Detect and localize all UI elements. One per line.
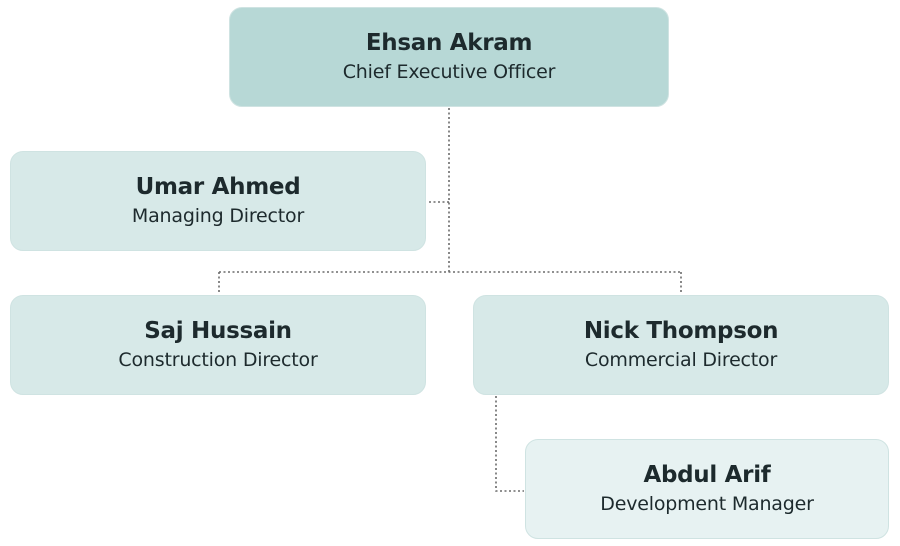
node-title: Managing Director: [131, 205, 305, 227]
node-name: Abdul Arif: [643, 462, 771, 488]
node-commercial-director: Nick Thompson Commercial Director: [473, 295, 889, 395]
connector-development-manager: [495, 396, 524, 492]
node-name: Nick Thompson: [583, 318, 779, 344]
node-ceo: Ehsan Akram Chief Executive Officer: [229, 7, 669, 107]
node-name: Saj Hussain: [144, 318, 292, 344]
node-title: Construction Director: [118, 349, 318, 371]
node-title: Development Manager: [600, 493, 814, 515]
node-name: Umar Ahmed: [135, 174, 301, 200]
node-title: Commercial Director: [584, 349, 778, 371]
node-managing-director: Umar Ahmed Managing Director: [10, 151, 426, 251]
node-development-manager: Abdul Arif Development Manager: [525, 439, 889, 539]
node-name: Ehsan Akram: [365, 30, 533, 56]
node-construction-director: Saj Hussain Construction Director: [10, 295, 426, 395]
node-title: Chief Executive Officer: [342, 61, 556, 83]
